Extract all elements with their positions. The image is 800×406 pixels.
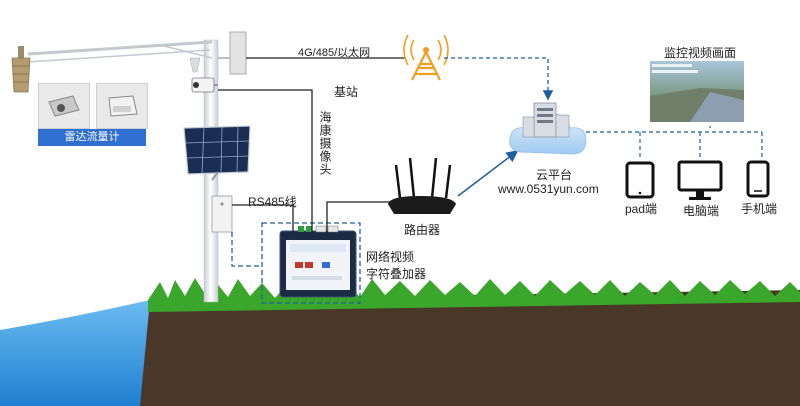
cloud-device-bus: [586, 131, 763, 160]
pole-box-dash: [231, 232, 262, 267]
pole-box: [211, 195, 233, 233]
solar-panel-icon: [183, 125, 251, 181]
router-label: 路由器: [404, 223, 441, 237]
video-screen-image: [650, 61, 744, 122]
radar-photo-b: [96, 83, 148, 129]
rs485-label: RS485线: [248, 195, 297, 209]
base-station-label: 基站: [334, 85, 359, 99]
monitor-title: 监控视频画面: [664, 46, 737, 60]
camera-icon: [191, 77, 218, 93]
router-icon: [388, 157, 456, 214]
radar-caption: 雷达流量计: [38, 129, 146, 146]
cloud-server-icon: [509, 102, 587, 155]
rain-gauge-box: [229, 31, 247, 75]
rs485-line: [232, 204, 294, 234]
pc-label: 电脑端: [683, 204, 720, 218]
router-cloud-arrow: [457, 150, 519, 197]
phone-label: 手机端: [741, 202, 778, 216]
camera-label: 海康摄像头: [318, 111, 332, 176]
antenna-tower-icon: [403, 34, 449, 81]
tower-cloud-arrow: [444, 57, 554, 101]
cloud-url: www.0531yun.com: [498, 182, 599, 196]
radar-sensor-icon: [11, 46, 31, 93]
device-dashed-frame: [261, 222, 361, 304]
box-router-line: [326, 201, 394, 234]
soil-ground: [140, 290, 800, 406]
monitor-icon: [677, 160, 723, 200]
water-body: [0, 300, 162, 406]
pad-label: pad端: [625, 202, 658, 216]
camera-line: [218, 89, 313, 234]
overlay-label-line1: 网络视频: [366, 250, 415, 264]
cloud-title: 云平台: [536, 168, 573, 182]
overlay-device-icon: [279, 225, 357, 298]
tablet-icon: [625, 161, 655, 199]
overlay-label-line2: 字符叠加器: [366, 267, 427, 281]
network-label: 4G/485/以太网: [298, 47, 371, 59]
phone-icon: [746, 160, 770, 198]
radar-photo-a: [38, 83, 90, 129]
